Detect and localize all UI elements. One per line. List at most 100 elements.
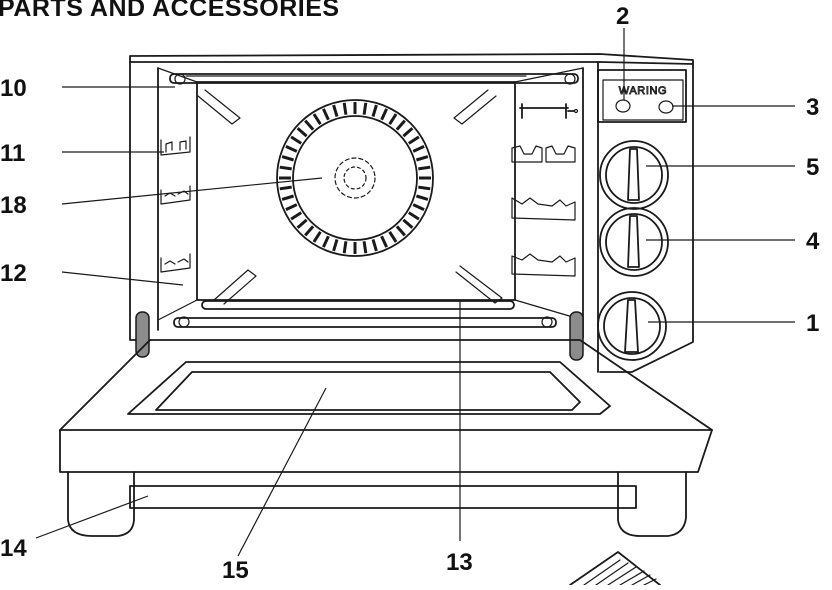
callout-12: 12 — [0, 260, 27, 287]
baking-pan-outline — [569, 551, 661, 586]
fan-slot — [322, 108, 330, 121]
fan-slot — [371, 238, 378, 252]
top-right-edge — [599, 61, 694, 65]
fan-slot — [407, 135, 420, 145]
callout-18: 18 — [0, 192, 27, 219]
shield-top-left — [197, 89, 241, 125]
callout-11: 11 — [0, 140, 25, 167]
baking-pan — [569, 551, 661, 586]
door-front-edge — [59, 429, 713, 473]
left-side-panel — [129, 61, 151, 341]
fan-slot — [312, 230, 322, 243]
knob-temperature[interactable] — [599, 140, 669, 210]
indicator-panel-inner — [602, 79, 684, 121]
shield-bottom-left — [213, 269, 257, 305]
element-end-right — [564, 73, 576, 85]
fan-slots — [279, 102, 431, 254]
fan-slot — [322, 235, 330, 248]
fan-slot — [304, 119, 315, 131]
bracket-pin — [573, 108, 579, 114]
callout-15: 15 — [222, 557, 249, 584]
fan-slot — [412, 203, 425, 211]
shield-bottom-right — [455, 265, 503, 304]
leader-lines — [35, 28, 795, 557]
fan-slot — [415, 194, 429, 201]
fan-slot — [332, 238, 339, 252]
callout-14: 14 — [0, 535, 27, 562]
door-hinge-left — [135, 311, 150, 358]
callout-numbers: 10 11 18 12 2 3 5 4 1 13 14 15 — [0, 3, 820, 584]
door-inner-surface — [59, 339, 713, 431]
fan-slot — [290, 135, 303, 145]
fan-slot — [418, 185, 431, 191]
knob-timer-outer — [597, 291, 667, 361]
fan-slot — [418, 165, 431, 171]
fan-slot — [281, 155, 295, 162]
bottom-heating-element-back — [201, 300, 515, 310]
fan-hub-outer — [334, 157, 376, 199]
fan-slot — [402, 127, 414, 138]
rack-support-right-bracket — [519, 103, 575, 119]
callout-10: 10 — [0, 75, 27, 102]
fan-slot — [395, 225, 406, 237]
bottom-heating-element-front — [173, 317, 557, 328]
fan-slot — [362, 241, 368, 254]
fan-slot — [388, 113, 398, 126]
fan-slot — [285, 145, 298, 153]
fan-slot — [279, 165, 292, 171]
knob-timer-grip — [624, 299, 639, 353]
element-end-left — [174, 73, 186, 85]
fan-slot — [290, 211, 303, 221]
rack-support-right-2 — [511, 197, 576, 221]
door-foot-right — [617, 471, 687, 537]
knob-function[interactable] — [599, 207, 669, 277]
fan-inner-ring — [292, 115, 418, 241]
callout-2: 2 — [616, 3, 629, 30]
callout-4: 4 — [806, 228, 820, 255]
fan-slot — [296, 218, 308, 229]
oven-outer-shell — [129, 53, 694, 373]
fan-slot — [342, 102, 348, 115]
brand-logo: WARING — [619, 85, 667, 97]
convection-fan — [276, 99, 434, 257]
heating-light — [658, 100, 674, 114]
door-hinge-right — [569, 311, 584, 361]
oven-body: WARING — [129, 53, 694, 373]
fan-slot — [402, 218, 414, 229]
knob-timer[interactable] — [597, 291, 667, 361]
right-rack-supports — [511, 103, 579, 277]
rack-support-left-3 — [160, 253, 191, 273]
fan-slot — [407, 211, 420, 221]
baking-pan-ridges — [583, 559, 657, 586]
shield-top-right — [453, 89, 497, 125]
top-heating-element — [169, 73, 579, 84]
door-foot-left — [67, 471, 135, 537]
oven-door — [59, 339, 713, 537]
control-panel: WARING — [597, 69, 687, 361]
callout-1: 1 — [806, 310, 819, 337]
element-end-right-bottom — [541, 316, 553, 328]
fan-outer-ring — [276, 99, 434, 257]
fan-slot — [285, 203, 298, 211]
fan-slot — [380, 235, 388, 248]
fan-slot — [296, 127, 308, 138]
knob-timer-inner — [603, 297, 661, 355]
leader-15 — [237, 387, 327, 557]
fan-slot — [332, 104, 339, 118]
callout-5: 5 — [806, 154, 819, 181]
fan-slot — [281, 194, 295, 201]
knob-temperature-inner — [605, 146, 663, 204]
knob-function-inner — [605, 213, 663, 271]
indicator-panel — [597, 69, 687, 123]
rack-support-left-2 — [160, 185, 191, 205]
door-handle[interactable] — [129, 485, 637, 509]
leader-12 — [61, 271, 184, 286]
cavity-corner-bl — [157, 299, 198, 321]
callout-13: 13 — [446, 549, 473, 576]
fan-slot — [304, 225, 315, 237]
fan-slot — [371, 104, 378, 118]
fan-slot — [395, 119, 406, 131]
element-end-left-bottom — [178, 316, 190, 328]
